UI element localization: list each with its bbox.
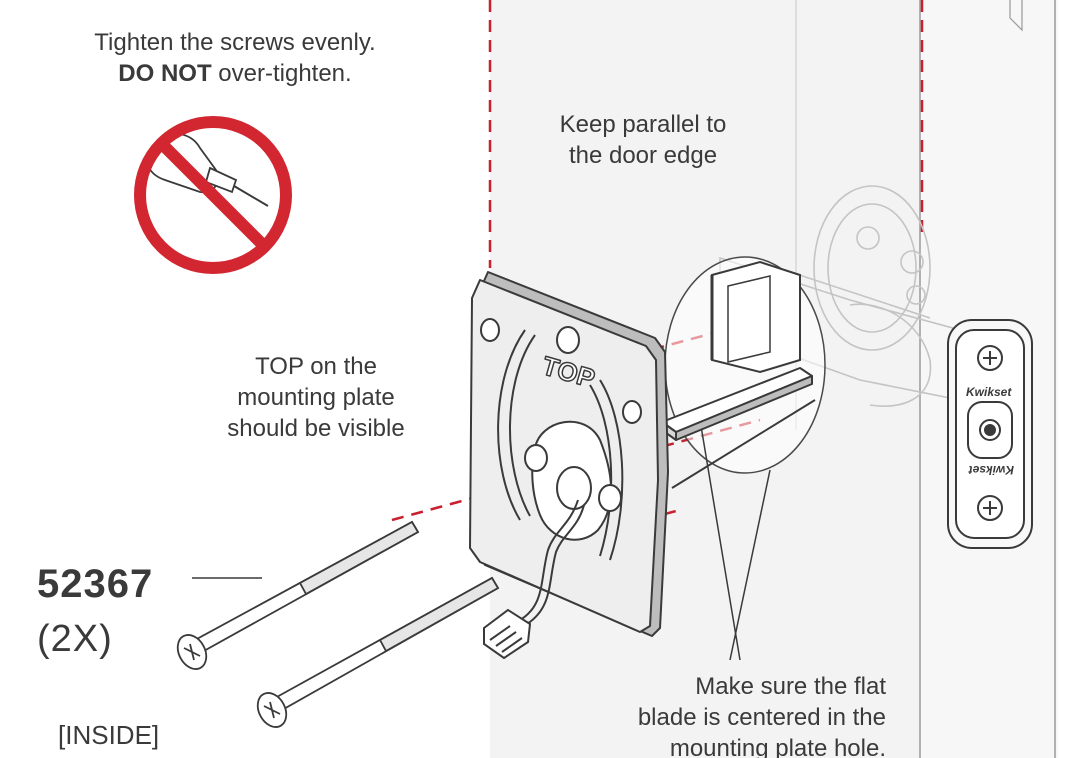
note-flat-blade-line-3: mounting plate hole. bbox=[669, 735, 886, 758]
door-panel-detail bbox=[1009, 0, 1023, 32]
mounting-plate-arc-left-inner bbox=[508, 334, 536, 517]
cable-connector bbox=[483, 608, 532, 660]
warning-line-2: DO NOT over-tighten. bbox=[60, 58, 410, 89]
note-keep-parallel-line-2: the door edge bbox=[568, 142, 718, 169]
mounting-plate-ear-left bbox=[480, 318, 500, 342]
note-top-visible-line-1: TOP on the bbox=[255, 353, 377, 380]
warning-circle-ring bbox=[134, 116, 292, 274]
mounting-plate-center-hole bbox=[556, 466, 592, 510]
drill-chuck bbox=[204, 166, 238, 194]
note-flat-blade-line-2: blade is centered in the bbox=[637, 704, 886, 731]
inside-label: [INSIDE] bbox=[58, 720, 160, 750]
latch-brand-top: Kwikset bbox=[966, 385, 1012, 399]
drill-bit bbox=[233, 185, 269, 207]
deadbolt-rose bbox=[813, 185, 931, 351]
cable-wire-second bbox=[526, 504, 585, 625]
latch-screw-top-slot bbox=[983, 351, 997, 365]
warning-emphasis: DO NOT bbox=[118, 60, 212, 87]
flat-blade-side bbox=[675, 375, 813, 441]
screws bbox=[176, 520, 500, 728]
cable-connector-pins bbox=[489, 625, 523, 653]
note-keep-parallel: Keep parallel to the door edge bbox=[523, 109, 763, 171]
warning-text: Tighten the screws evenly. DO NOT over-t… bbox=[60, 27, 410, 89]
latch-housing-slot bbox=[727, 275, 771, 363]
mounting-plate-arc-right bbox=[599, 379, 624, 561]
note-top-visible: TOP on the mounting plate should be visi… bbox=[196, 351, 436, 444]
deadbolt-screw-bottom bbox=[906, 285, 926, 305]
screw-upper bbox=[176, 520, 420, 670]
note-top-visible-line-3: should be visible bbox=[227, 415, 405, 442]
no-power-drill-icon bbox=[134, 116, 292, 274]
deadbolt-screw-top bbox=[856, 226, 880, 250]
deadbolt-screw-right bbox=[900, 250, 924, 274]
detail-leader-lower bbox=[729, 469, 771, 661]
latch-screw-bottom-slot bbox=[983, 501, 997, 515]
screw-upper-slot bbox=[183, 643, 201, 661]
mounting-plate-arc-left bbox=[497, 329, 526, 521]
latch-bolt-hole-inner bbox=[984, 424, 996, 436]
warning-slash bbox=[157, 139, 269, 251]
part-number: 52367 bbox=[37, 562, 154, 606]
deadbolt-cylinder bbox=[849, 303, 932, 407]
cable-assembly bbox=[483, 499, 585, 660]
warning-line-1: Tighten the screws evenly. bbox=[94, 29, 376, 56]
note-keep-parallel-line-1: Keep parallel to bbox=[559, 111, 727, 138]
mounting-plate-top-hole bbox=[556, 326, 580, 354]
note-flat-blade-line-1: Make sure the flat bbox=[695, 673, 886, 700]
detail-leader-upper bbox=[699, 419, 741, 661]
note-top-visible-line-2: mounting plate bbox=[237, 384, 395, 411]
cable-wire bbox=[519, 499, 579, 621]
screw-upper-thread bbox=[298, 520, 420, 596]
tailpiece-rod bbox=[671, 399, 816, 489]
screw-lower-slot bbox=[263, 701, 281, 719]
mounting-plate-ear-right bbox=[622, 400, 642, 424]
warning-line-2-rest: over-tighten. bbox=[211, 60, 352, 87]
mounting-plate-screw-hole-left bbox=[524, 444, 548, 472]
mounting-plate-arc-right-inner bbox=[589, 384, 613, 557]
mounting-plate-screw-hole-right bbox=[598, 484, 622, 512]
note-flat-blade: Make sure the flat blade is centered in … bbox=[560, 671, 886, 758]
screw-lower-thread bbox=[378, 576, 500, 653]
flat-blade bbox=[661, 367, 816, 489]
latch-faceplate: Kwikset Kwikset bbox=[947, 319, 1033, 549]
deadbolt-rose-inner bbox=[827, 203, 917, 333]
latch-brand-bottom: Kwikset bbox=[968, 463, 1014, 477]
screw-lower bbox=[256, 576, 500, 728]
mounting-plate: TOP bbox=[469, 271, 669, 637]
part-quantity: (2X) bbox=[37, 618, 113, 660]
